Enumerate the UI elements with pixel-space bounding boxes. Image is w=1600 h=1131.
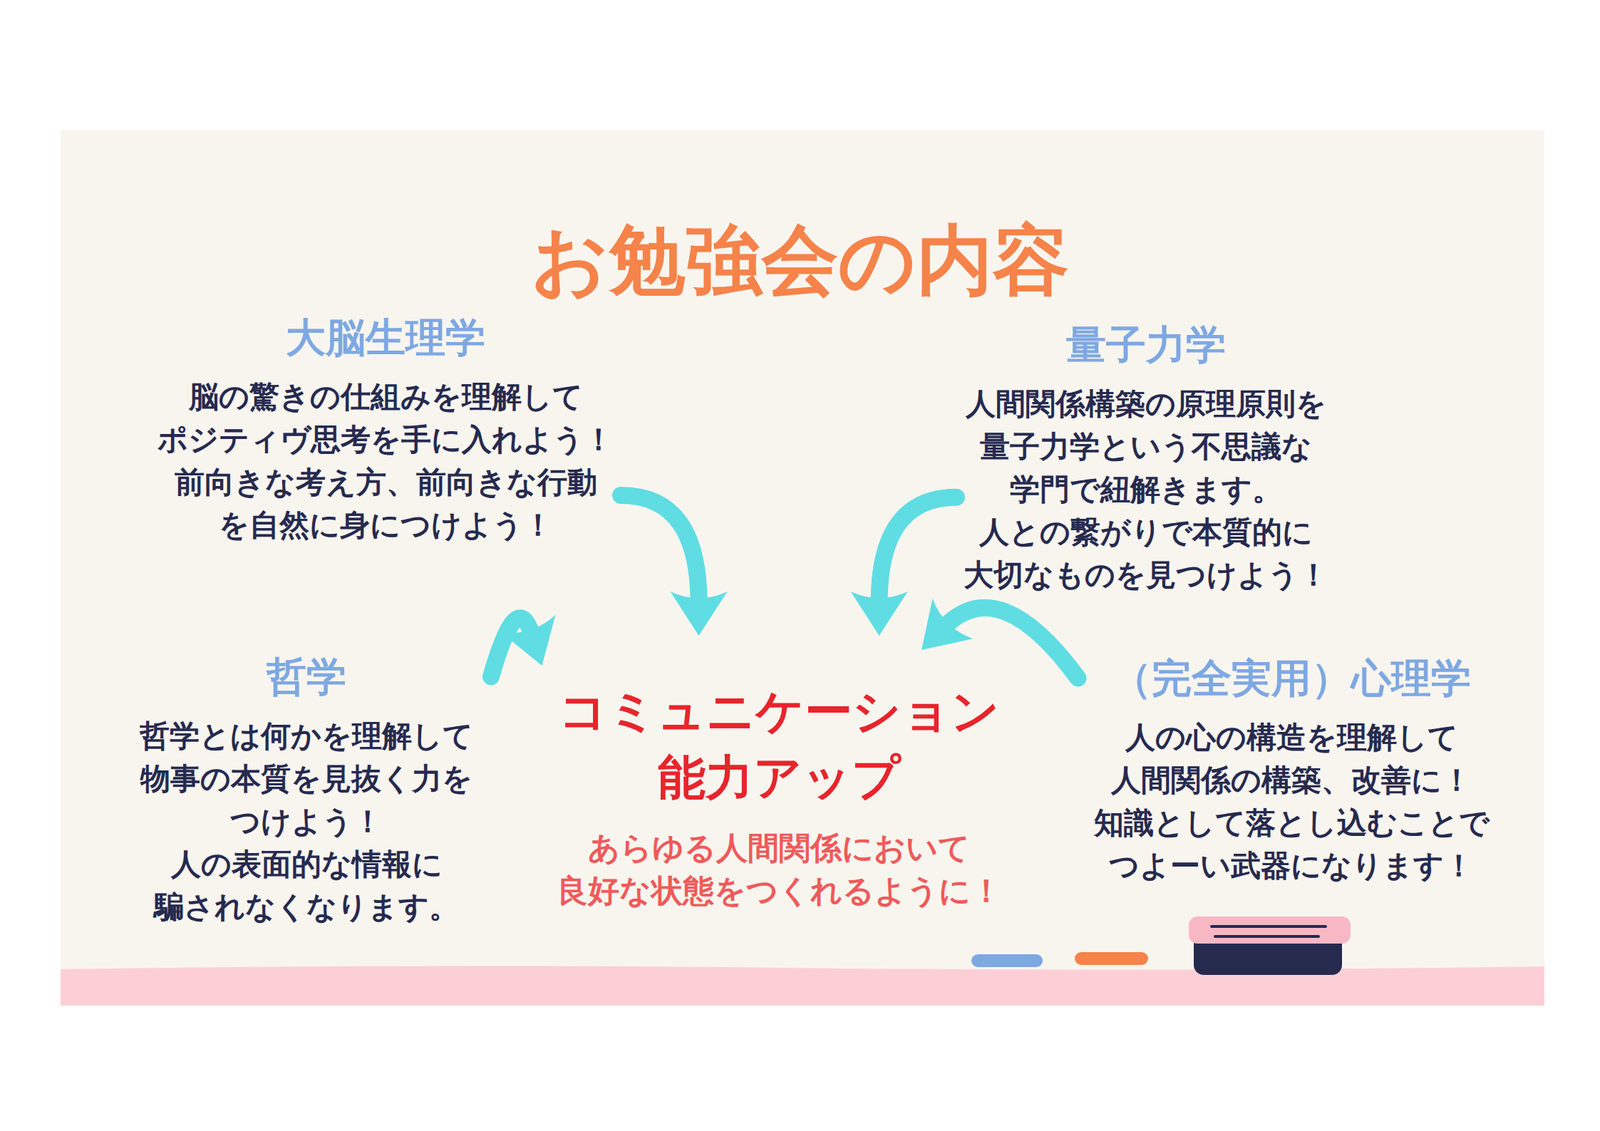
- goal-heading: コミュニケーション 能力アップ: [556, 678, 1003, 812]
- arrow-shaft: [879, 497, 957, 603]
- chalk-blue: [971, 954, 1043, 968]
- topic-heading: 哲学: [139, 652, 474, 701]
- topic-block: 哲学哲学とは何かを理解して 物事の本質を見抜く力を つけよう！ 人の表面的な情報…: [139, 652, 474, 929]
- curved-arrow: [491, 615, 556, 678]
- chalk-orange: [1074, 952, 1149, 965]
- topic-block: 大脳生理学脳の驚きの仕組みを理解して ポジティヴ思考を手に入れよう！ 前向きな考…: [157, 313, 614, 547]
- arrow-head: [670, 591, 728, 636]
- topic-body: 脳の驚きの仕組みを理解して ポジティヴ思考を手に入れよう！ 前向きな考え方、前向…: [157, 375, 614, 547]
- arrow-head: [921, 598, 973, 650]
- curved-arrow: [620, 495, 728, 636]
- arrow-shaft: [945, 607, 1079, 679]
- topic-block: 量子力学人間関係構築の原理原則を 量子力学という不思議な 学門で紐解きます。 人…: [963, 320, 1329, 597]
- topic-body: 人間関係構築の原理原則を 量子力学という不思議な 学門で紐解きます。 人との繋が…: [963, 382, 1329, 597]
- curved-arrow: [921, 598, 1079, 679]
- eraser-top: [1188, 916, 1351, 944]
- arrow-shaft: [620, 495, 700, 603]
- goal-body: あらゆる人間関係において 良好な状態をつくれるように！: [556, 826, 1003, 913]
- topic-block: （完全実用）心理学人の心の構造を理解して 人間関係の構築、改善に！ 知識として落…: [1093, 654, 1490, 888]
- topic-body: 哲学とは何かを理解して 物事の本質を見抜く力を つけよう！ 人の表面的な情報に …: [139, 714, 474, 929]
- topic-heading: 大脳生理学: [157, 313, 614, 362]
- topic-heading: 量子力学: [963, 320, 1329, 369]
- topic-heading: （完全実用）心理学: [1093, 654, 1490, 703]
- goal-block: コミュニケーション 能力アップあらゆる人間関係において 良好な状態をつくれるよう…: [556, 678, 1003, 913]
- arrow-head: [850, 591, 908, 636]
- arrow-head: [501, 615, 556, 666]
- page-title: お勉強会の内容: [0, 213, 1600, 307]
- eraser-lines: [1211, 926, 1326, 937]
- topic-body: 人の心の構造を理解して 人間関係の構築、改善に！ 知識として落とし込むことで つ…: [1093, 716, 1490, 888]
